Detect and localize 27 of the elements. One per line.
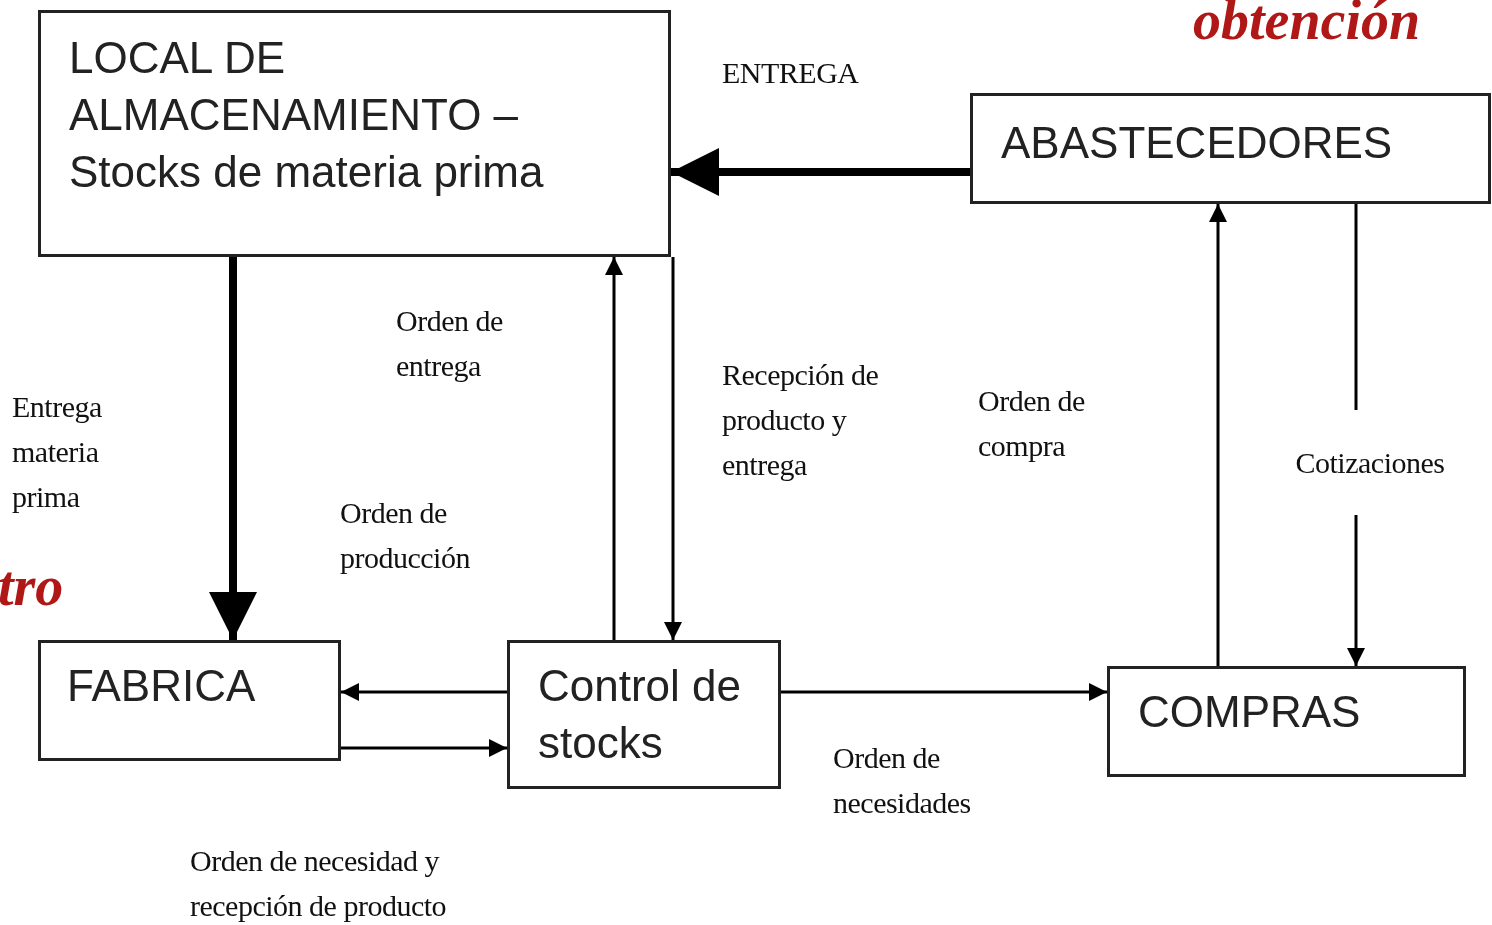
box-label: LOCAL DE ALMACENAMIENTO – Stocks de materia prima [69, 32, 545, 199]
edge-label: Entrega materia prima [12, 389, 103, 515]
box-label: Control de stocks [538, 660, 742, 770]
arrow [1209, 204, 1227, 666]
box-label: COMPRAS [1138, 686, 1362, 738]
process-box [507, 640, 781, 789]
edge-label: Orden de necesidad y recepción de producto [190, 843, 448, 924]
arrow [664, 257, 682, 640]
edge-label: Orden de entrega [396, 303, 504, 384]
edge-label: ENTREGA [722, 55, 860, 91]
arrow [209, 257, 257, 640]
box-label: ABASTECEDORES [1001, 117, 1394, 169]
note-text: obtención [1193, 0, 1421, 48]
process-box [970, 93, 1491, 204]
arrow [341, 683, 507, 701]
arrow [671, 148, 970, 196]
edge-label: Recepción de producto y entrega [722, 357, 880, 483]
process-box [38, 640, 341, 761]
process-box [1107, 666, 1466, 777]
box-label: FABRICA [67, 660, 257, 712]
edge-label: Orden de producción [340, 495, 471, 576]
edge-label: Orden de compra [978, 383, 1086, 464]
arrow [605, 257, 623, 640]
edge-label: Orden de necesidades [833, 740, 972, 821]
arrow [341, 739, 507, 757]
process-box [38, 10, 671, 257]
arrow [781, 683, 1107, 701]
